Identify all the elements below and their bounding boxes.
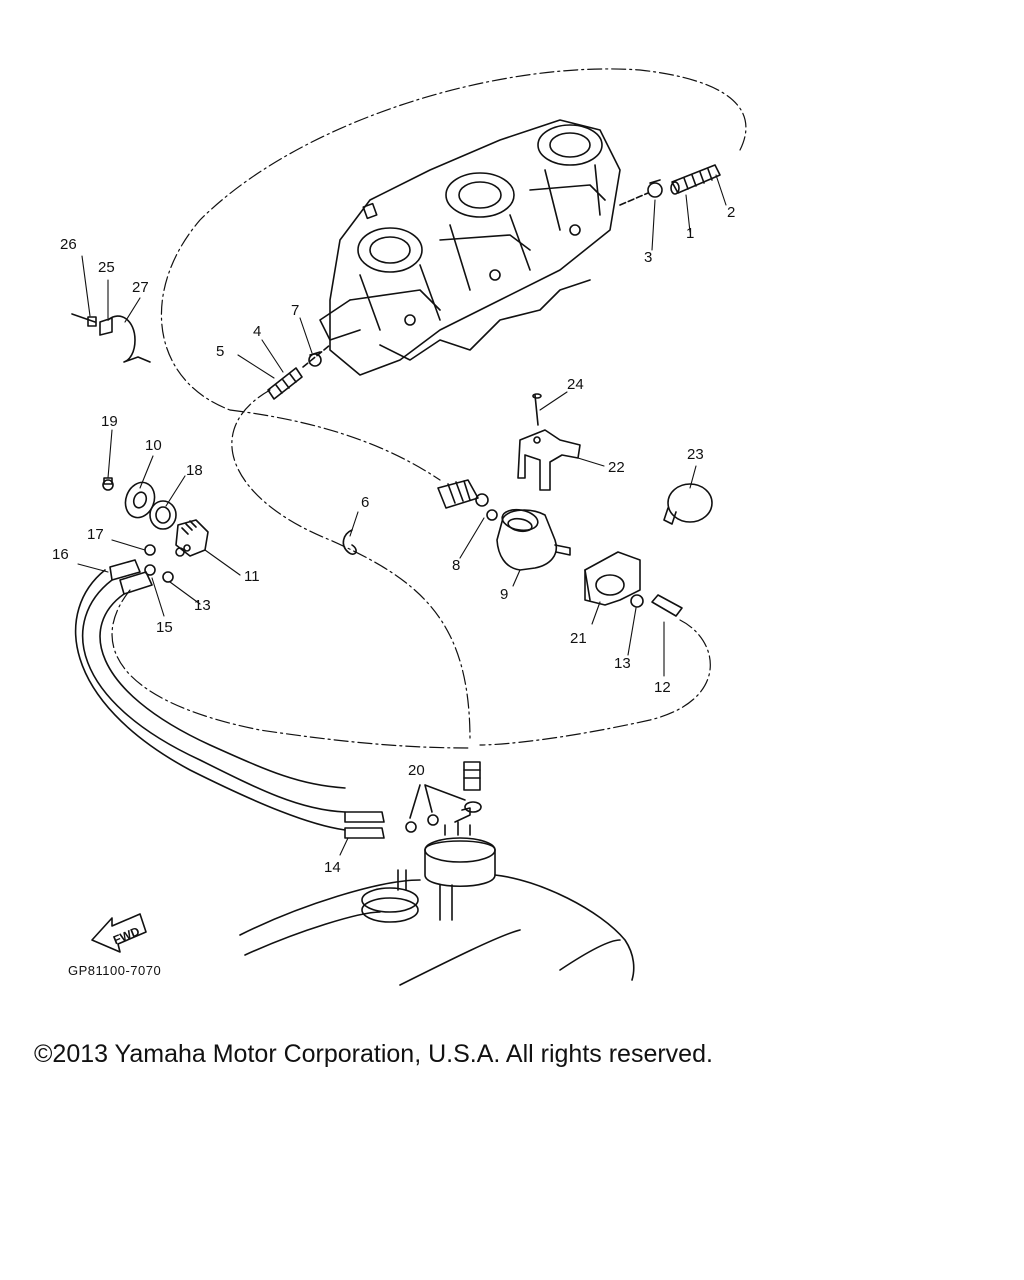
clamp-part-3 <box>647 179 663 198</box>
callout-13-right: 13 <box>614 655 631 672</box>
callout-4: 4 <box>253 323 262 340</box>
callout-13-left: 13 <box>194 597 211 614</box>
callout-5: 5 <box>216 343 225 360</box>
fuel-tank <box>239 807 635 986</box>
hose-routing-line-6 <box>231 389 471 741</box>
hose-line-to-carb <box>619 192 649 206</box>
callout-14: 14 <box>324 859 341 876</box>
clamp-part-13-right <box>630 594 644 608</box>
callout-12: 12 <box>654 679 671 696</box>
clamp-part-7 <box>308 351 322 367</box>
clamp-part-6 <box>342 529 357 555</box>
fuel-filter-part-9 <box>437 479 571 571</box>
filter-holder-part-21 <box>584 551 641 606</box>
callout-24: 24 <box>567 376 584 393</box>
fwd-arrow-icon: FWD <box>91 913 147 953</box>
callout-25: 25 <box>98 259 115 276</box>
callout-18: 18 <box>186 462 203 479</box>
callout-26: 26 <box>60 236 77 253</box>
callout-20: 20 <box>408 762 425 779</box>
hose-part-5 <box>267 367 303 400</box>
callout-21: 21 <box>570 630 587 647</box>
leader-lines <box>77 174 727 856</box>
hose-routing-line-12 <box>479 619 711 746</box>
callout-17: 17 <box>87 526 104 543</box>
clamps-part-20 <box>405 784 482 833</box>
callout-27: 27 <box>132 279 149 296</box>
callout-3: 3 <box>644 249 653 266</box>
callout-7: 7 <box>291 302 300 319</box>
callout-22: 22 <box>608 459 625 476</box>
callout-10: 10 <box>145 437 162 454</box>
hose-routing-line-pipe <box>229 409 441 481</box>
callout-8: 8 <box>452 557 461 574</box>
carburetor-assembly <box>319 119 621 376</box>
clamp-band-part-23 <box>663 483 713 525</box>
fuel-cock-assembly <box>102 477 209 583</box>
hose-routing-line-bottom <box>111 589 471 749</box>
callout-23: 23 <box>687 446 704 463</box>
clip-assembly-25-27 <box>71 313 151 363</box>
copyright-notice: ©2013 Yamaha Motor Corporation, U.S.A. A… <box>34 1040 713 1068</box>
hose-part-2 <box>670 164 721 195</box>
hose-part-14 <box>74 559 385 839</box>
callout-15: 15 <box>156 619 173 636</box>
bracket-part-22 <box>517 393 581 491</box>
fuel-system-diagram: FWD <box>71 68 747 986</box>
hose-line-7 <box>302 344 331 368</box>
callout-6: 6 <box>361 494 370 511</box>
drawing-code: GP81100-7070 <box>68 963 162 978</box>
callout-9: 9 <box>500 586 509 603</box>
callout-2: 2 <box>727 204 736 221</box>
hose-routing-line-top <box>160 68 747 411</box>
hose-part-12 <box>651 594 683 617</box>
pipe-connector <box>463 761 481 791</box>
callout-11: 11 <box>244 568 260 585</box>
callout-19: 19 <box>101 413 118 430</box>
callout-1: 1 <box>686 225 695 242</box>
callout-16: 16 <box>52 546 69 563</box>
